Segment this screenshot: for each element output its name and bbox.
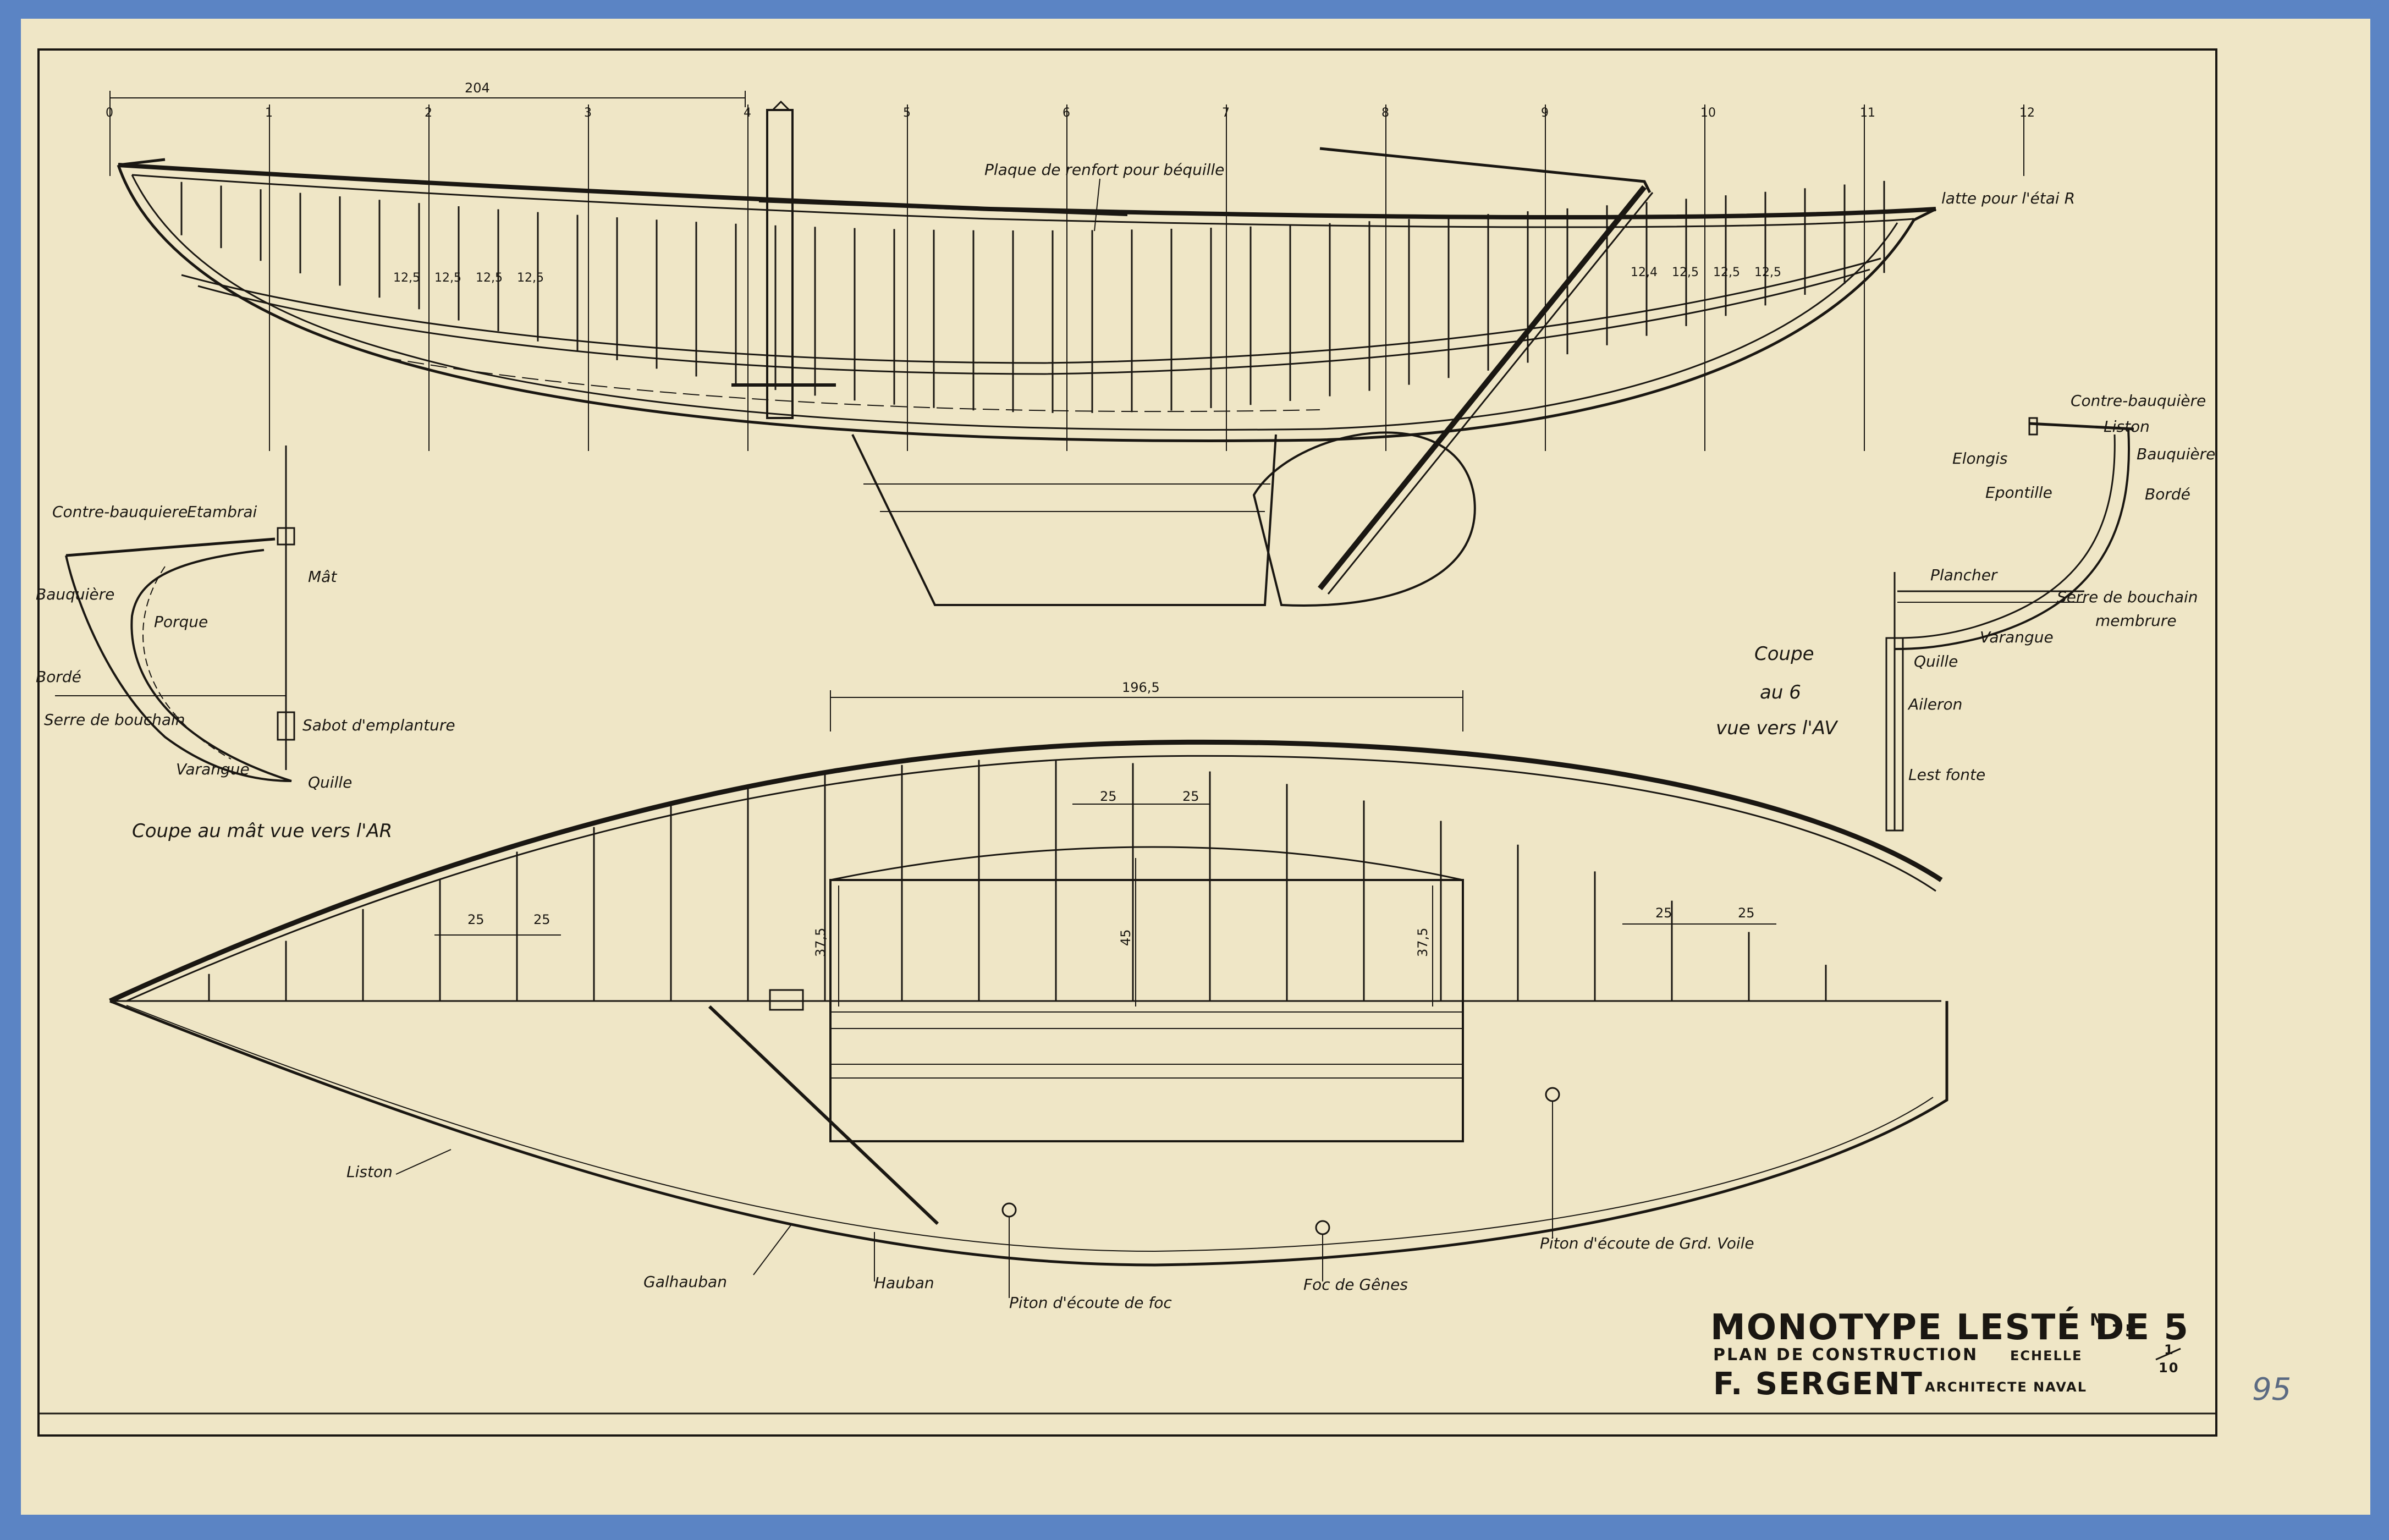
station-number: 7 — [1222, 106, 1230, 120]
subtitle: PLAN DE CONSTRUCTION — [1713, 1345, 1978, 1365]
label-latte: latte pour l'étai R — [1941, 189, 2075, 207]
dim-cockpit-side-right: 37,5 — [1415, 928, 1430, 957]
mast-section — [55, 446, 295, 782]
station-number: 11 — [1860, 106, 1875, 120]
title-subscript: 75 — [2112, 1322, 2138, 1341]
dim-plan-25e: 25 — [1655, 905, 1672, 921]
author-role: ARCHITECTE NAVAL — [1925, 1379, 2087, 1395]
mast-varangue: Varangue — [176, 760, 250, 778]
dim-cockpit-width: 45 — [1118, 929, 1133, 946]
s6-plancher: Plancher — [1930, 566, 1998, 584]
frame-spacing-label: 12,5 — [1754, 266, 1781, 279]
title-superscript: M — [2090, 1311, 2108, 1330]
mast-serre: Serre de bouchain — [44, 711, 185, 729]
title: MONOTYPE LESTÉ DE 5 — [1710, 1306, 2189, 1348]
mast-mat: Mât — [308, 568, 337, 586]
s6-serre: Serre de bouchain — [2057, 588, 2198, 606]
frame-spacing-label: 12,5 — [393, 271, 420, 285]
frame-spacing-label: 12,5 — [517, 271, 544, 285]
scale-label: ECHELLE — [2010, 1348, 2082, 1363]
s6-varangue: Varangue — [1980, 628, 2054, 646]
s6-caption-1: Coupe — [1754, 643, 1814, 665]
title-block: MONOTYPE LESTÉ DE 5 M 75 PLAN DE CONSTRU… — [1710, 1306, 2189, 1402]
dim-beam-length: 196,5 — [1122, 680, 1160, 695]
dim-cockpit-side-left: 37,5 — [813, 928, 828, 957]
scale-denominator: 10 — [2159, 1360, 2179, 1376]
s6-membrure: membrure — [2095, 612, 2177, 630]
dim-plan-25a: 25 — [467, 912, 485, 927]
station-number: 12 — [2019, 106, 2035, 120]
mast-quille: Quille — [308, 773, 352, 791]
station-number: 10 — [1700, 106, 1716, 120]
station-number: 4 — [744, 106, 751, 120]
s6-elongis: Elongis — [1952, 449, 2008, 468]
s6-quille: Quille — [1914, 652, 1958, 670]
frame-spacing-label: 12,5 — [434, 271, 461, 285]
frame-spacing-label: 12,4 — [1631, 266, 1658, 279]
frame-spacing-aft: 12,4 12,5 12,5 12,5 — [1631, 266, 1781, 279]
dim-plan-25d: 25 — [1182, 789, 1199, 804]
plan-foc-genes: Foc de Gênes — [1303, 1275, 1408, 1294]
s6-caption-3: vue vers l'AV — [1716, 717, 1838, 739]
mast-bauquiere: Bauquière — [36, 585, 114, 603]
plan-liston: Liston — [346, 1163, 393, 1181]
mast-sabot: Sabot d'emplanture — [302, 716, 455, 734]
s6-liston: Liston — [2104, 417, 2150, 436]
plan-hauban: Hauban — [874, 1274, 934, 1292]
plan-view — [109, 690, 1948, 1298]
dim-overall: 204 — [465, 80, 490, 96]
s6-borde: Bordé — [2145, 485, 2190, 503]
profile-view — [109, 91, 2024, 607]
sheet-number: 95 — [2252, 1372, 2291, 1407]
s6-aileron: Aileron — [1907, 695, 1962, 713]
drawing-frame — [37, 48, 2217, 1437]
plan-piton-foc: Piton d'écoute de foc — [1009, 1294, 1172, 1312]
dim-plan-25f: 25 — [1738, 905, 1755, 921]
station-number: 0 — [106, 106, 113, 120]
mast-caption: Coupe au mât vue vers l'AR — [132, 820, 392, 842]
frame-spacing-label: 12,5 — [1672, 266, 1699, 279]
s6-bauquiere: Bauquière — [2137, 445, 2215, 463]
dim-plan-25c: 25 — [1100, 789, 1117, 804]
mast-contre-bauquiere: Contre-bauquiere — [52, 503, 188, 521]
station-number: 3 — [584, 106, 592, 120]
section-six — [1885, 417, 2134, 832]
plan-piton-gv: Piton d'écoute de Grd. Voile — [1540, 1234, 1754, 1252]
frame-spacing-label: 12,5 — [476, 271, 503, 285]
mast-porque: Porque — [154, 613, 208, 631]
mast-borde: Bordé — [36, 668, 81, 686]
station-number: 6 — [1063, 106, 1070, 120]
dim-plan-25b: 25 — [533, 912, 551, 927]
station-number: 2 — [425, 106, 432, 120]
frame-spacing-label: 12,5 — [1713, 266, 1740, 279]
plan-galhauban: Galhauban — [643, 1273, 727, 1291]
station-number: 8 — [1381, 106, 1389, 120]
frame-spacing-fwd: 12,5 12,5 12,5 12,5 — [393, 271, 544, 285]
author: F. SERGENT — [1713, 1366, 1923, 1402]
s6-epontille: Epontille — [1985, 483, 2052, 502]
paper — [21, 19, 2370, 1515]
s6-contre-bauquiere: Contre-bauquière — [2071, 392, 2206, 410]
s6-caption-2: au 6 — [1760, 681, 1801, 703]
label-plaque: Plaque de renfort pour béquille — [984, 161, 1224, 179]
s6-lest: Lest fonte — [1908, 766, 1985, 784]
station-number: 5 — [903, 106, 911, 120]
mast-etambrai: Etambrai — [187, 503, 257, 521]
station-number: 9 — [1541, 106, 1549, 120]
station-number: 1 — [265, 106, 273, 120]
